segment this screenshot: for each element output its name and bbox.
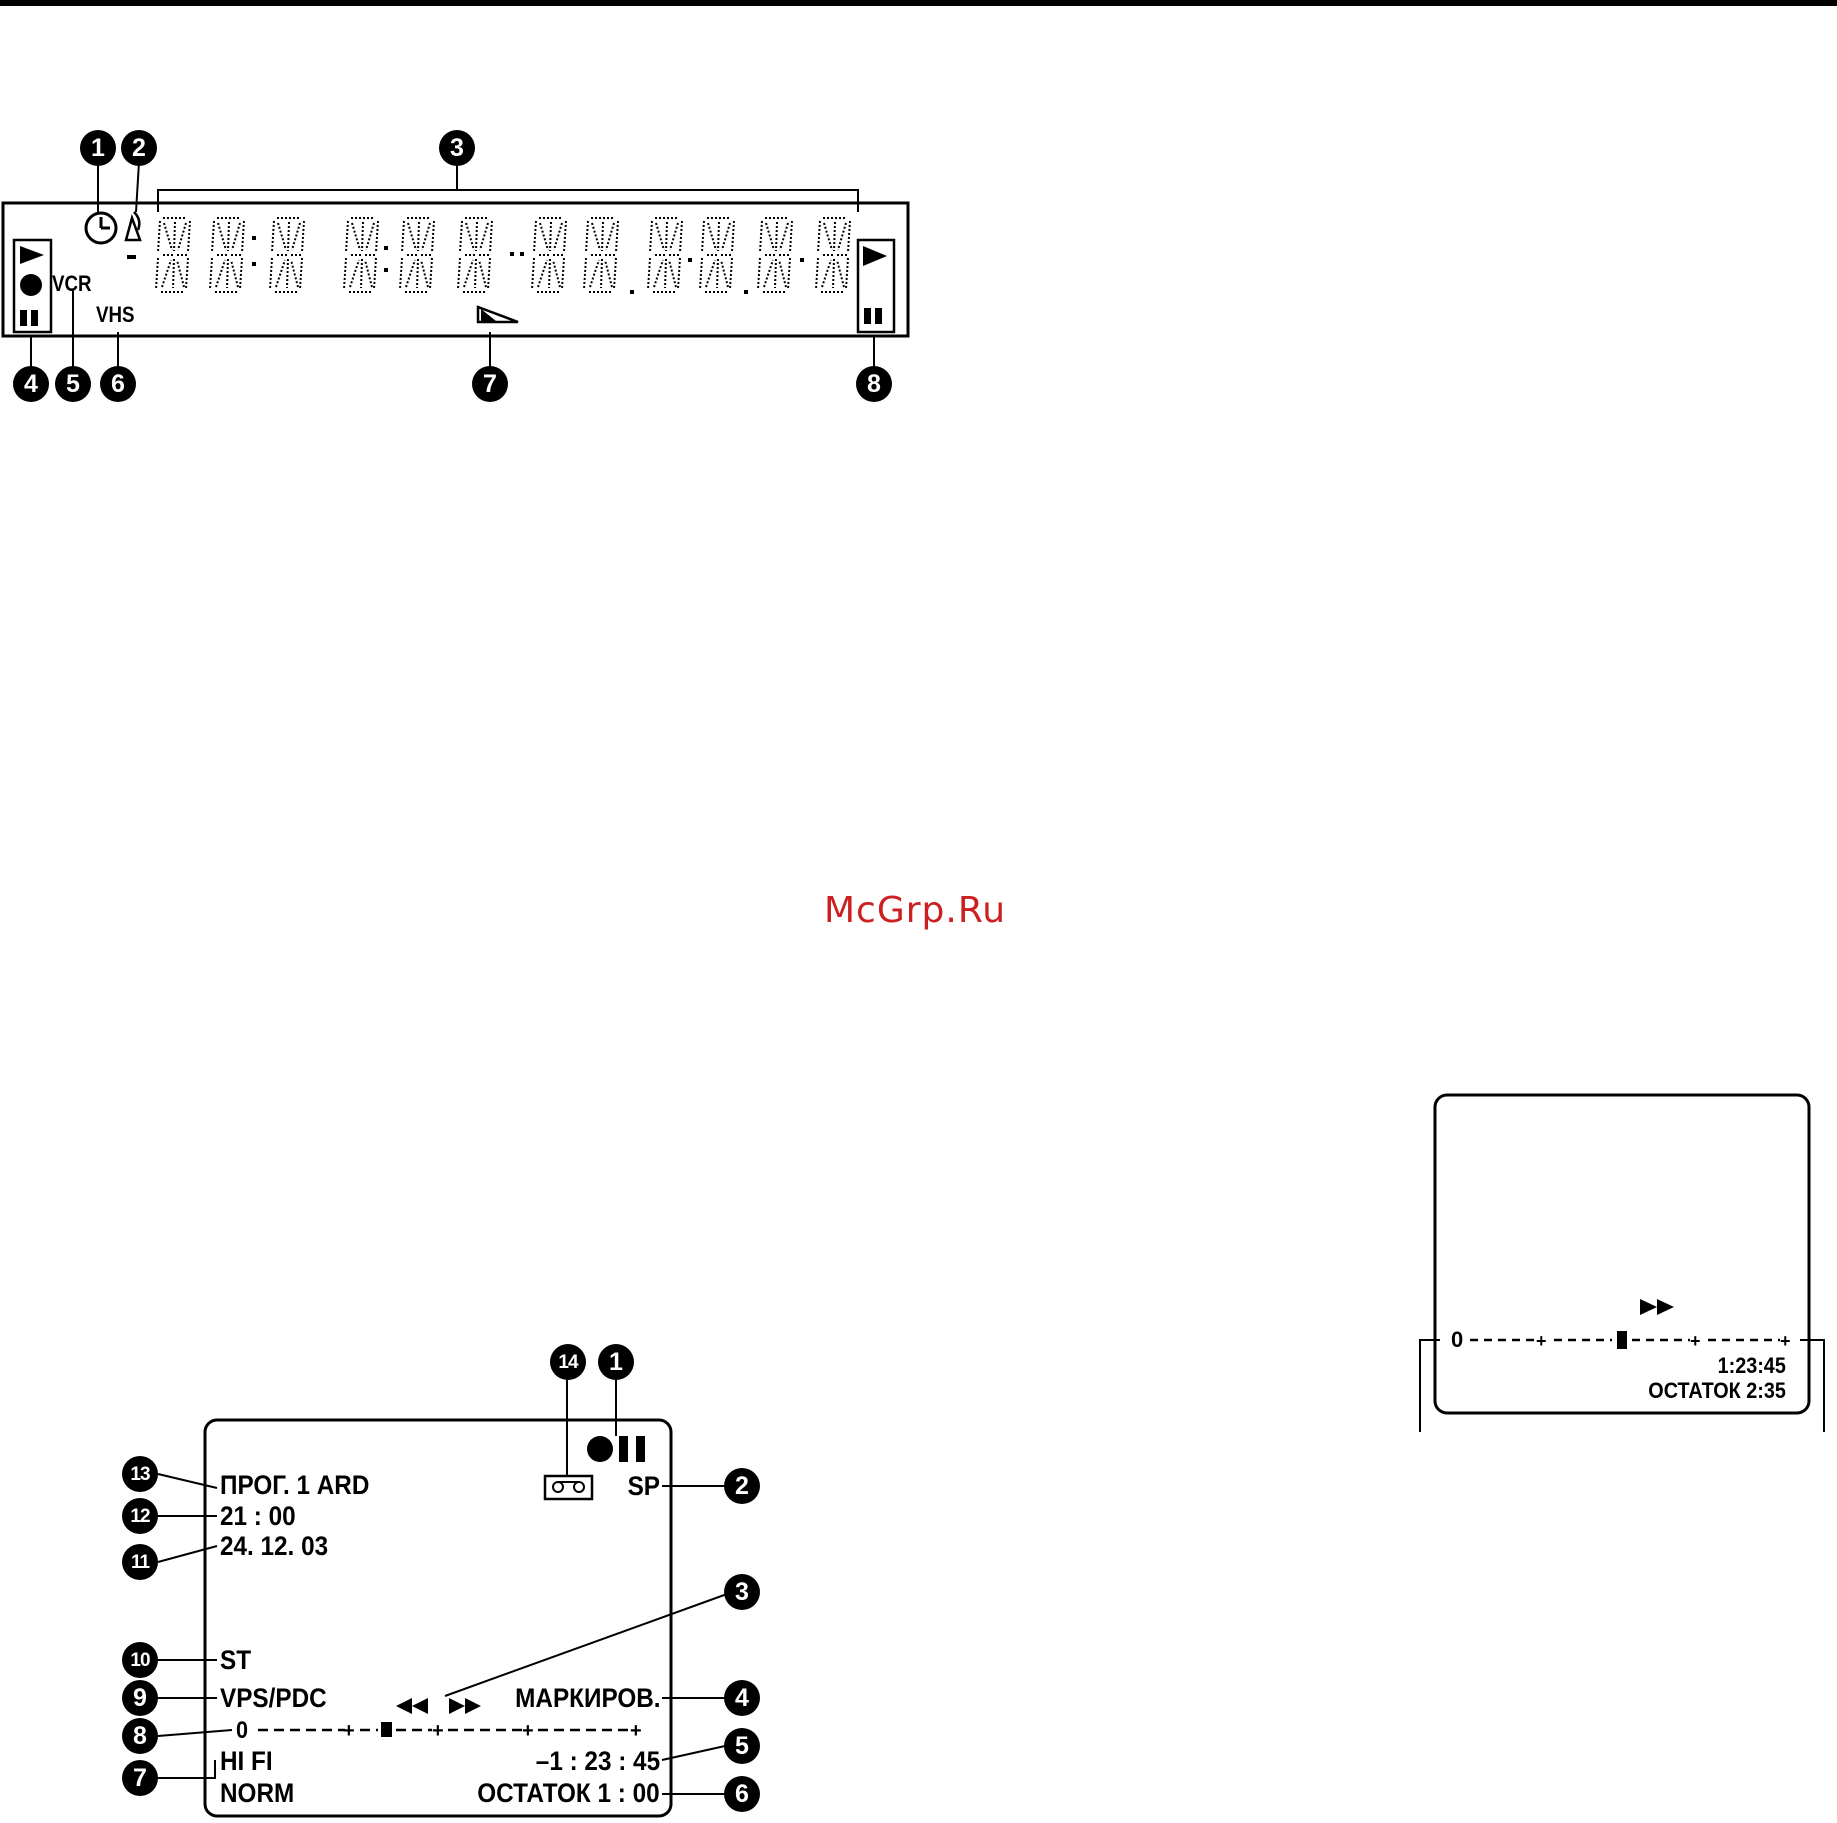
svg-text:+: + <box>343 1720 355 1742</box>
svg-text:+: + <box>1690 1331 1701 1351</box>
rewind-icon <box>396 1698 428 1714</box>
position-marker <box>381 1722 392 1737</box>
callout-2: 2 <box>121 130 157 166</box>
svg-text:+: + <box>1536 1331 1547 1351</box>
watermark: McGrp.Ru <box>824 890 1006 931</box>
vhs-label: VHS <box>96 304 134 326</box>
osd-remain: ОСТАТОК 1 : 00 <box>478 1780 660 1807</box>
osd-callout-13: 13 <box>122 1456 158 1492</box>
osd-callout-1: 1 <box>598 1344 634 1380</box>
segment-separator <box>744 290 748 294</box>
segment-digit <box>156 218 190 292</box>
osd-callout-14: 14 <box>550 1344 586 1380</box>
osd-hifi: HI FI <box>220 1748 273 1775</box>
segment-digit <box>758 218 792 292</box>
callout-8: 8 <box>856 366 892 402</box>
segment-digit <box>584 218 618 292</box>
osd-time: 21 : 00 <box>220 1503 296 1530</box>
segment-digit <box>400 218 434 292</box>
cassette-direction-icon <box>478 307 518 322</box>
fast-forward-icon-small <box>1640 1299 1674 1315</box>
pause-icon <box>20 310 27 326</box>
pause-icon-osd <box>619 1436 628 1462</box>
fast-forward-icon <box>449 1698 481 1714</box>
segment-digit <box>648 218 682 292</box>
play-icon <box>20 246 44 264</box>
segment-digit <box>458 218 492 292</box>
osd-callout-10: 10 <box>122 1642 158 1678</box>
segment-separator <box>384 246 388 250</box>
play-icon-right <box>863 246 887 266</box>
segment-digit <box>700 218 734 292</box>
segment-digit <box>344 218 378 292</box>
osd-callout-11: 11 <box>122 1544 158 1580</box>
osd-index-zero: 0 <box>236 1719 248 1743</box>
segment-separator <box>510 252 514 256</box>
segment-digit <box>532 218 566 292</box>
digits-bracket <box>158 190 858 212</box>
index-bar: + + + + <box>258 1720 642 1742</box>
osd-program: ПРОГ. 1 ARD <box>220 1472 369 1499</box>
svg-text:+: + <box>630 1720 642 1742</box>
callout-5: 5 <box>55 366 91 402</box>
svg-text:+: + <box>522 1720 534 1742</box>
osd-callout-8: 8 <box>122 1718 158 1754</box>
osd-vps: VPS/PDC <box>220 1685 327 1712</box>
osd-date: 24. 12. 03 <box>220 1533 328 1560</box>
record-icon-osd <box>587 1436 613 1462</box>
osd-tape-speed: SP <box>628 1473 660 1500</box>
pause-icon-right <box>864 308 871 324</box>
segment-digit <box>816 218 850 292</box>
osd-marker: МАРКИРОВ. <box>516 1685 661 1712</box>
small-index-zero: 0 <box>1451 1329 1463 1351</box>
osd-callout-2: 2 <box>724 1468 760 1504</box>
svg-text:+: + <box>1780 1331 1791 1351</box>
segment-separator <box>800 258 804 262</box>
callout-1: 1 <box>80 130 116 166</box>
segment-separator <box>520 252 524 256</box>
satellite-icon <box>126 212 140 259</box>
callout-6: 6 <box>100 366 136 402</box>
segment-separator <box>688 258 692 262</box>
segment-digit <box>210 218 244 292</box>
cassette-icon <box>545 1476 592 1499</box>
osd-stereo: ST <box>220 1647 251 1674</box>
osd-counter: –1 : 23 : 45 <box>536 1748 660 1775</box>
osd-callout-9: 9 <box>122 1680 158 1716</box>
small-remain: ОСТАТОК 2:35 <box>1648 1380 1786 1402</box>
svg-text:+: + <box>432 1720 444 1742</box>
segment-separator <box>252 236 256 240</box>
callout-7: 7 <box>472 366 508 402</box>
osd-callout-12: 12 <box>122 1498 158 1534</box>
record-icon <box>20 274 42 296</box>
callout-3: 3 <box>439 130 475 166</box>
osd-callout-3: 3 <box>724 1574 760 1610</box>
position-marker-small <box>1617 1331 1627 1349</box>
segment-digits <box>156 218 850 294</box>
callout-4: 4 <box>13 366 49 402</box>
segment-separator <box>384 268 388 272</box>
vcr-label: VCR <box>52 273 91 295</box>
osd-callout-6: 6 <box>724 1776 760 1812</box>
segment-separator <box>630 290 634 294</box>
osd-callout-5: 5 <box>724 1728 760 1764</box>
clock-icon <box>86 213 116 243</box>
osd-callout-7: 7 <box>122 1760 158 1796</box>
osd-callout-4: 4 <box>724 1680 760 1716</box>
small-counter: 1:23:45 <box>1718 1355 1786 1377</box>
segment-separator <box>252 262 256 266</box>
segment-digit <box>270 218 304 292</box>
osd-norm: NORM <box>220 1780 294 1807</box>
